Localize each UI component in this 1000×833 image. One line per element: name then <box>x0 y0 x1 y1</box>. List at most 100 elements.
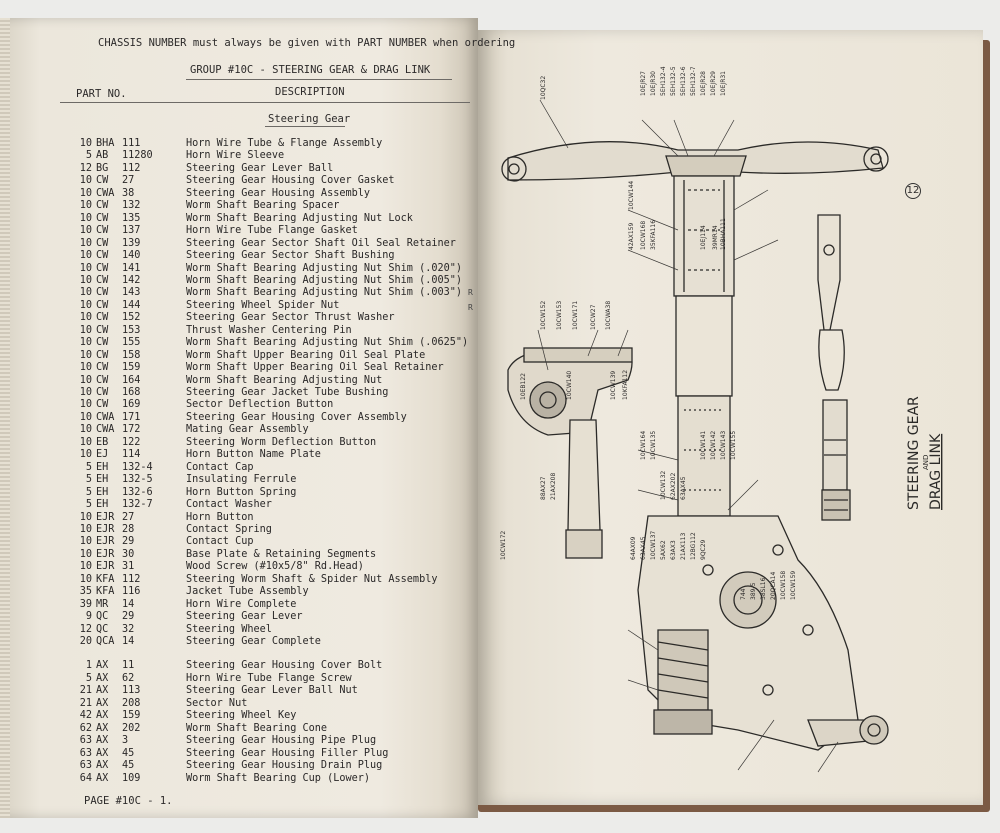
part-description: Worm Shaft Bearing Adjusting Nut Shim (.… <box>186 262 463 274</box>
part-group: 5 <box>85 474 92 486</box>
part-number: 109 <box>122 772 141 784</box>
part-group: 21 <box>79 685 92 697</box>
part-number: 132-5 <box>122 474 153 486</box>
section-title: Steering Gear <box>268 113 351 125</box>
part-description: Steering Gear Sector Thrust Washer <box>186 312 395 324</box>
part-prefix: BHA <box>96 138 115 149</box>
drawing-title: STEERING GEAR AND DRAG LINK <box>898 370 944 510</box>
wheel-rim-right <box>863 146 889 172</box>
part-prefix: CW <box>96 250 109 262</box>
part-group: 10 <box>79 212 92 224</box>
part-prefix: EJR <box>96 548 115 560</box>
part-prefix: EJR <box>96 561 115 573</box>
part-group: 5 <box>85 461 92 473</box>
part-number: 144 <box>122 299 141 311</box>
wheel-rim-left <box>501 156 527 182</box>
part-number: 114 <box>122 449 141 461</box>
callout-label: 10EJR29 <box>710 71 717 96</box>
part-prefix: EH <box>96 461 109 473</box>
part-description: Worm Shaft Bearing Adjusting Nut Shim (.… <box>186 337 469 349</box>
part-prefix: CW <box>96 212 109 224</box>
part-prefix: CW <box>96 274 109 286</box>
title-underline <box>186 79 452 80</box>
part-number: 171 <box>122 411 141 423</box>
part-number: 132 <box>122 200 141 212</box>
part-group: 10 <box>79 287 92 299</box>
callout-label: 63AX45 <box>680 476 687 500</box>
part-group: 20 <box>79 636 92 647</box>
callout-label: 10CW164 <box>640 430 647 460</box>
part-number: 135 <box>122 212 141 224</box>
drawing-title-line2: DRAG LINK <box>928 433 944 510</box>
part-group: 39 <box>79 598 92 610</box>
part-prefix: CW <box>96 175 109 187</box>
drawing-title-and: AND <box>922 455 930 470</box>
part-prefix: AX <box>96 672 109 684</box>
part-prefix: EH <box>96 474 109 486</box>
part-group: 9 <box>85 611 92 623</box>
part-number: 132-4 <box>122 461 153 473</box>
part-description: Steering Wheel <box>186 623 272 635</box>
part-prefix: CW <box>96 299 109 311</box>
part-description: Horn Button Spring <box>186 486 297 498</box>
part-prefix: AX <box>96 735 109 747</box>
steering-lever <box>567 419 601 549</box>
part-description: Contact Spring <box>186 523 272 535</box>
part-group: 10 <box>79 262 92 274</box>
part-group: 10 <box>79 200 92 212</box>
callout-label: 88AX27 <box>540 476 547 500</box>
part-number: 159 <box>122 710 141 722</box>
callout-label: 10EJR28 <box>700 71 707 96</box>
wheel-hub <box>665 155 747 177</box>
steering-gear-drawing <box>501 99 889 773</box>
callout-label: 35KFA116 <box>650 219 657 250</box>
part-group: 12 <box>79 162 92 174</box>
part-number: 141 <box>122 262 141 274</box>
part-description: Thrust Washer Centering Pin <box>186 324 352 336</box>
callout-label: 744 <box>740 588 747 600</box>
section-underline <box>265 126 345 127</box>
drag-link-tube <box>818 329 845 391</box>
part-description: Worm Shaft Bearing Spacer <box>186 200 340 212</box>
part-prefix: MR <box>96 598 109 610</box>
part-group: 10 <box>79 374 92 386</box>
part-description: Steering Gear Complete <box>186 636 321 647</box>
part-group: 5 <box>85 672 92 684</box>
part-prefix: QCA <box>96 636 115 647</box>
part-group: 5 <box>85 499 92 511</box>
part-group: 10 <box>79 449 92 461</box>
page-footer: PAGE #10C - 1. <box>84 795 173 807</box>
part-prefix: CW <box>96 237 109 249</box>
part-number: 113 <box>122 685 141 697</box>
part-description: Steering Gear Housing Assembly <box>186 187 371 199</box>
part-group: 21 <box>79 697 92 709</box>
part-group: 63 <box>79 735 92 747</box>
part-prefix: QC <box>96 623 109 635</box>
part-number: 143 <box>122 287 141 299</box>
part-number: 139 <box>122 237 141 249</box>
part-prefix: CW <box>96 374 109 386</box>
part-group: 10 <box>79 561 92 573</box>
part-group: 10 <box>79 175 92 187</box>
part-prefix: EJR <box>96 536 115 548</box>
callout-label: 5AX62 <box>660 540 667 560</box>
callout-label: 39MR14 <box>712 225 719 250</box>
